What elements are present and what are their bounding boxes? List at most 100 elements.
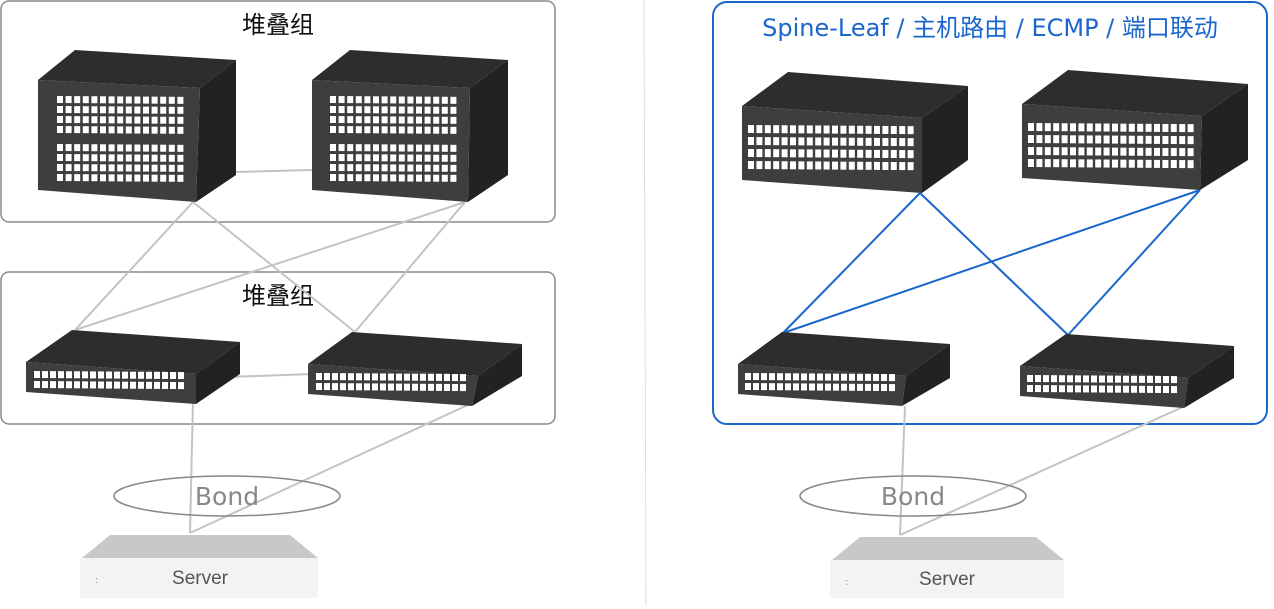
port-slot [441, 174, 448, 182]
left-links [74, 169, 471, 534]
port-slot [882, 137, 889, 146]
port-slot [1036, 135, 1043, 144]
port-slot [1028, 123, 1034, 131]
port-slot [433, 106, 440, 114]
port-slot [381, 106, 388, 114]
port-slot [42, 381, 48, 389]
port-slot [424, 126, 431, 134]
port-slot [424, 144, 431, 152]
port-slot [1053, 123, 1060, 132]
port-slot [907, 138, 914, 147]
port-slot [416, 174, 422, 182]
port-slot [1086, 147, 1093, 156]
port-slot [424, 106, 431, 114]
port-slot [91, 106, 98, 114]
port-slot [1067, 385, 1073, 393]
port-slot [873, 373, 879, 381]
port-slot [823, 137, 830, 146]
port-slot [865, 137, 872, 146]
port-slot [338, 144, 345, 152]
port-grid [316, 373, 466, 392]
port-slot [1128, 147, 1135, 156]
port-slot [108, 154, 115, 162]
right-bond-ellipse [799, 475, 1027, 517]
port-slot [91, 144, 98, 152]
port-slot [848, 125, 855, 134]
port-slot [390, 174, 397, 182]
left-server: : Server [80, 535, 318, 598]
port-slot [160, 174, 167, 182]
port-slot [114, 381, 120, 389]
port-slot [100, 106, 106, 114]
link-spine2-leaf2 [1067, 189, 1201, 336]
port-slot [134, 154, 141, 162]
port-slot [106, 371, 112, 379]
port-slot [1044, 135, 1051, 144]
port-slot [330, 164, 336, 171]
port-slot [1162, 159, 1169, 168]
port-slot [50, 381, 56, 389]
port-slot [756, 149, 763, 158]
port-slot [1035, 385, 1041, 393]
port-slot [825, 383, 831, 391]
port-slot [764, 161, 771, 170]
port-slot [364, 106, 371, 114]
port-slot [160, 106, 167, 114]
port-slot [793, 383, 799, 391]
port-slot [416, 144, 422, 152]
port-slot [1187, 136, 1194, 145]
port-slot [450, 154, 457, 162]
port-slot [143, 106, 149, 114]
port-slot [1036, 147, 1043, 156]
spine-switch-2 [1022, 70, 1248, 190]
port-grid [745, 373, 895, 392]
port-slot [100, 126, 106, 134]
port-slot [416, 106, 422, 114]
port-slot [74, 371, 80, 379]
port-slot [177, 164, 184, 172]
port-slot [355, 164, 362, 172]
port-grid [748, 125, 914, 171]
port-slot [748, 125, 754, 133]
port-slot [1145, 135, 1152, 144]
port-slot [160, 126, 167, 134]
port-slot [849, 373, 855, 381]
port-slot [390, 126, 397, 134]
port-slot [1028, 159, 1034, 167]
port-slot [1078, 147, 1085, 156]
port-slot [373, 154, 379, 162]
port-slot [1137, 123, 1144, 132]
port-slot [151, 96, 158, 104]
link-core2-leaf2 [354, 201, 466, 333]
port-slot [412, 373, 418, 381]
port-slot [57, 174, 63, 181]
port-slot [1120, 123, 1127, 132]
port-slot [1044, 123, 1051, 132]
port-slot [1095, 147, 1102, 156]
port-slot [848, 137, 855, 146]
port-slot [364, 164, 371, 172]
port-slot [441, 116, 448, 124]
port-slot [1051, 375, 1057, 383]
port-slot [82, 106, 89, 114]
port-slot [1061, 159, 1068, 168]
port-slot [364, 96, 371, 104]
port-slot [125, 116, 132, 124]
port-slot [65, 164, 72, 172]
port-slot [117, 116, 124, 124]
port-slot [168, 174, 175, 182]
port-slot [316, 373, 322, 380]
port-slot [777, 373, 783, 381]
port-slot [769, 373, 775, 381]
port-slot [1155, 385, 1161, 393]
port-slot [143, 126, 149, 134]
port-slot [753, 373, 759, 381]
port-slot [355, 174, 362, 182]
left-bond-ellipse [113, 475, 341, 517]
port-slot [1059, 375, 1065, 383]
port-slot [338, 154, 345, 162]
port-slot [756, 137, 763, 146]
port-slot [840, 161, 847, 170]
port-slot [890, 138, 897, 147]
port-slot [450, 144, 457, 152]
